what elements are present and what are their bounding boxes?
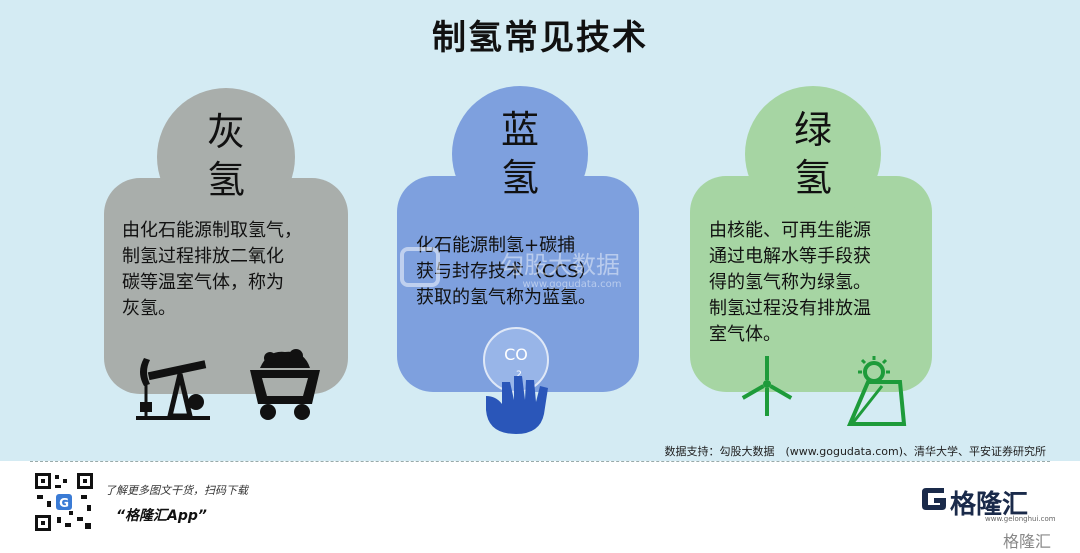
- coal-cart-icon: [250, 349, 320, 420]
- blue-hydrogen-description: 化石能源制氢+碳捕 获与封存技术（CCS） 获取的氢气称为蓝氢。: [416, 235, 597, 308]
- solar-panel-icon: [846, 356, 907, 426]
- gray-hydrogen-heading: 灰 氢: [206, 110, 245, 202]
- green-hydrogen-bubble: [745, 86, 881, 222]
- corner-watermark: 格隆汇: [1003, 532, 1052, 551]
- gray-hydrogen-bubble: [157, 88, 295, 226]
- oil-pump-icon: [136, 358, 210, 420]
- promo-text: 了解更多图文干货，扫码下载: [105, 484, 248, 497]
- gogudata-watermark: 勾股大数据 www.gogudata.com: [400, 247, 622, 290]
- brand-name: 格隆汇: [950, 490, 1029, 520]
- green-hydrogen-heading: 绿 氢: [793, 108, 832, 200]
- watermark-url: www.gogudata.com: [522, 279, 621, 290]
- brand-url: www.gelonghui.com: [985, 515, 1056, 523]
- co2-subscript: 2: [516, 370, 522, 380]
- green-hydrogen-description: 由核能、可再生能源 通过电解水等手段获 得的氢气称为绿氢。 制氢过程没有排放温 …: [709, 220, 871, 345]
- wind-turbine-icon: [741, 356, 793, 416]
- blue-hydrogen-bubble: [452, 86, 588, 222]
- watermark-text: 勾股大数据: [500, 251, 620, 279]
- source-note: 数据支持：勾股大数据 (www.gogudata.com)、清华大学、平安证券研…: [664, 445, 1047, 458]
- app-name: “格隆汇App”: [116, 508, 207, 524]
- gray-hydrogen-description: 由化石能源制取氢气， 制氢过程排放二氧化 碳等温室气体，称为 灰氢。: [122, 220, 302, 319]
- qr-code[interactable]: G: [33, 471, 95, 533]
- hand-capture-co2-icon: CO 2: [483, 327, 549, 434]
- gelonghui-logo-icon: [922, 488, 946, 510]
- footer-divider: [30, 461, 1050, 462]
- page-title: 制氢常见技术: [432, 18, 648, 58]
- blue-hydrogen-heading: 蓝 氢: [500, 108, 539, 200]
- co2-label: CO: [504, 345, 528, 364]
- svg-text:G: G: [59, 496, 69, 510]
